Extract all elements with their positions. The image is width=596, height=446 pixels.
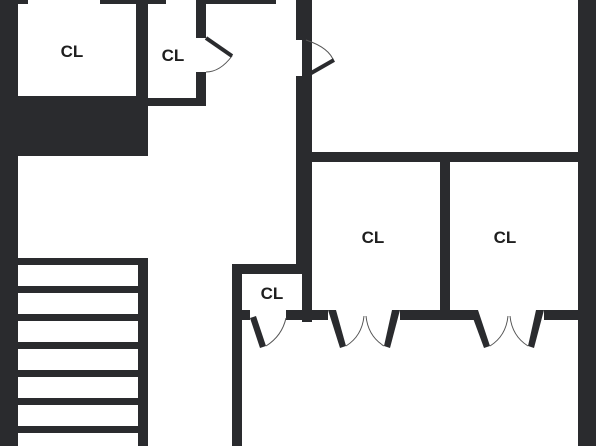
stair-tread xyxy=(18,426,138,433)
wall-bottom-c xyxy=(400,310,476,320)
wall-closet2-right-lower xyxy=(196,72,206,106)
wall-hall-right-upper xyxy=(296,0,306,40)
stair-tread xyxy=(18,342,138,349)
wall-solid-block xyxy=(0,104,148,156)
wall-closet3-left xyxy=(302,152,312,322)
wall-outer-right xyxy=(578,0,596,446)
wall-bottom-b xyxy=(286,310,328,320)
wall-top-left-b xyxy=(100,0,142,4)
wall-closet2-top-b xyxy=(196,0,276,4)
door-leaf-closet2 xyxy=(204,36,234,58)
wall-bottom-d xyxy=(544,310,596,320)
wall-closet-divider xyxy=(440,152,450,320)
wall-bottom-a xyxy=(242,310,250,320)
door-leaf-closet5 xyxy=(250,316,266,348)
staircase xyxy=(18,258,148,446)
stair-tread xyxy=(18,398,138,405)
room-label-closet-top-middle: CL xyxy=(162,46,185,65)
stair-tread xyxy=(18,314,138,321)
wall-closet1-right xyxy=(136,0,148,104)
wall-right-room-left xyxy=(302,0,312,160)
door-arc-bifold-1b xyxy=(365,315,385,347)
wall-closet1-bottom xyxy=(0,96,148,104)
wall-closet5-top xyxy=(232,264,312,274)
stair-tread xyxy=(18,286,138,293)
stair-tread xyxy=(18,258,138,265)
room-label-closet-small: CL xyxy=(261,284,284,303)
wall-closet2-right-upper xyxy=(196,0,206,38)
bifold-jamb-2-right xyxy=(528,310,544,348)
stair-right-wall xyxy=(138,258,148,446)
bifold-jamb-2-left xyxy=(470,310,490,348)
stair-tread xyxy=(18,370,138,377)
wall-top-left-a xyxy=(0,0,28,4)
door-arc-bifold-2a xyxy=(489,315,509,347)
door-arc-bifold-2b xyxy=(509,315,529,347)
wall-closet2-bottom xyxy=(148,98,206,106)
door-arc-closet5 xyxy=(265,317,287,347)
room-label-closet-top-left: CL xyxy=(61,42,84,61)
wall-closet2-top-a xyxy=(142,0,166,4)
wall-hall-right-lower xyxy=(296,76,306,268)
wall-closet5-left xyxy=(232,264,242,446)
bifold-jamb-1-left xyxy=(328,310,346,348)
room-label-closet-center: CL xyxy=(362,228,385,247)
door-arc-bifold-1a xyxy=(345,315,365,347)
room-label-closet-right: CL xyxy=(494,228,517,247)
bifold-jamb-1-right xyxy=(384,310,400,348)
door-leaf-hall xyxy=(305,58,335,78)
wall-outer-left xyxy=(0,0,18,446)
